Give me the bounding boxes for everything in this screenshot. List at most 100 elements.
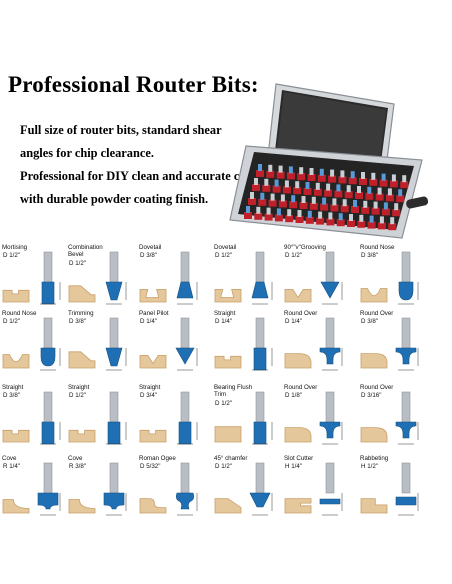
case-bit xyxy=(266,207,271,215)
case-bit xyxy=(280,194,285,202)
bit-cutter xyxy=(253,347,267,371)
bit-size: D 1/2" xyxy=(215,252,232,260)
bit-name: Round Over xyxy=(284,310,318,317)
case-bit xyxy=(369,215,374,223)
case-bit xyxy=(357,186,361,193)
case-bit-holder xyxy=(334,190,343,198)
bit-name: Straight xyxy=(2,384,24,391)
case-bit-holder xyxy=(256,170,264,177)
case-bit-holder xyxy=(340,205,349,213)
bit-shank xyxy=(180,317,190,349)
case-bit xyxy=(350,171,355,179)
bit-size: D 1/2" xyxy=(69,259,86,267)
bit-cutter xyxy=(395,421,417,439)
case-bit-holder xyxy=(385,194,394,202)
bit-size: D 1/2" xyxy=(215,399,232,407)
bit-shank xyxy=(109,391,119,423)
case-bit xyxy=(322,197,327,205)
wood-profile xyxy=(2,429,30,443)
bit-name: Round Over xyxy=(360,310,394,317)
case-bit xyxy=(278,165,283,173)
wood-profile xyxy=(68,351,96,369)
case-bit xyxy=(367,186,372,194)
bit-name: Straight xyxy=(68,384,90,391)
bit-shank xyxy=(325,317,335,349)
wood-profile xyxy=(139,355,167,369)
bit-cutter xyxy=(41,421,55,445)
bit-name: Bearing Flush Trim xyxy=(214,384,253,399)
case-bit xyxy=(328,212,333,220)
bit-cutter xyxy=(105,347,123,367)
case-bit xyxy=(390,217,395,225)
bit-name: Combination Bevel xyxy=(68,244,103,259)
bit-shank xyxy=(401,462,411,494)
bit-size: D 3/16" xyxy=(361,392,382,400)
wood-profile xyxy=(284,353,312,369)
bit-shank xyxy=(43,317,53,349)
bit-cutter xyxy=(395,496,417,506)
case-bit-holder xyxy=(328,175,337,183)
case-bit-holder xyxy=(293,187,302,195)
bit-diagram xyxy=(360,317,419,371)
bit-cutter xyxy=(395,347,417,365)
bit-size: D 3/8" xyxy=(69,318,86,326)
case-bit-holder xyxy=(262,184,271,192)
bit-shank xyxy=(325,462,335,494)
bit-size: D 3/8" xyxy=(3,392,20,400)
case-bit-holder xyxy=(268,199,277,207)
case-bit-holder xyxy=(278,200,287,208)
bit-name: 45° chamfer xyxy=(214,455,248,462)
bit-diagram xyxy=(214,251,273,305)
wood-profile xyxy=(214,289,242,303)
case-bit-holder xyxy=(375,193,384,201)
case-bit-holder xyxy=(369,178,378,186)
bit-diagram xyxy=(139,391,198,445)
case-bit-holder xyxy=(244,212,252,219)
bit-cutter xyxy=(398,281,414,301)
bit-cutter xyxy=(107,421,121,445)
case-bit xyxy=(353,200,357,207)
bit-size: D 3/8" xyxy=(361,318,378,326)
case-bit xyxy=(346,185,351,193)
case-bit-holder xyxy=(348,177,357,185)
bit-size: R 3/8" xyxy=(69,463,86,471)
bit-shank xyxy=(109,317,119,349)
case-bit xyxy=(319,168,324,176)
bit-cutter xyxy=(103,492,125,510)
case-bit-holder xyxy=(305,216,314,224)
bit-shank xyxy=(255,317,265,349)
case-bit xyxy=(377,187,382,195)
case-bit-holder xyxy=(313,188,322,196)
bit-diagram xyxy=(284,391,343,445)
case-bit-holder xyxy=(330,204,339,212)
case-bit-holder xyxy=(351,206,359,213)
case-bit-holder xyxy=(377,222,386,230)
bit-size: D 3/4" xyxy=(140,392,157,400)
case-bit-holder xyxy=(347,220,355,227)
case-bit xyxy=(246,206,250,213)
case-bit xyxy=(299,167,304,175)
case-bit xyxy=(307,210,312,218)
case-bit-holder xyxy=(317,174,326,182)
case-bit-holder xyxy=(272,185,281,193)
case-bit-holder xyxy=(309,202,318,210)
case-bit xyxy=(359,214,364,222)
bit-name: Panel Pilot xyxy=(139,310,169,317)
bit-shank xyxy=(43,462,53,494)
case-bit-holder xyxy=(316,217,325,225)
bit-shank xyxy=(180,462,190,494)
bit-name: Round Over xyxy=(284,384,318,391)
bit-diagram xyxy=(360,462,419,516)
case-bit-holder xyxy=(282,186,291,194)
